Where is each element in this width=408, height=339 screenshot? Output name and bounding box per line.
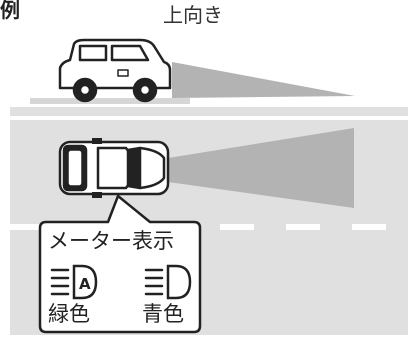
upper-road-strip xyxy=(30,98,190,104)
top-view-car xyxy=(58,138,170,198)
main-road-top-band xyxy=(10,107,408,116)
main-headlight-beam xyxy=(168,128,354,208)
high-beam-icon xyxy=(144,264,192,300)
meter-display-title: メーター表示 xyxy=(48,229,174,253)
indicator-color-label-green: 緑色 xyxy=(48,302,90,326)
svg-text:A: A xyxy=(79,275,91,293)
side-view-car xyxy=(58,38,172,103)
indicator-color-label-blue: 青色 xyxy=(142,302,184,326)
lane-marking xyxy=(10,224,386,230)
beam-caption: 上向き xyxy=(163,3,223,27)
example-label: 例 xyxy=(0,0,20,22)
upper-headlight-beam xyxy=(172,62,355,98)
high-beam-auto-icon: A xyxy=(50,264,98,300)
